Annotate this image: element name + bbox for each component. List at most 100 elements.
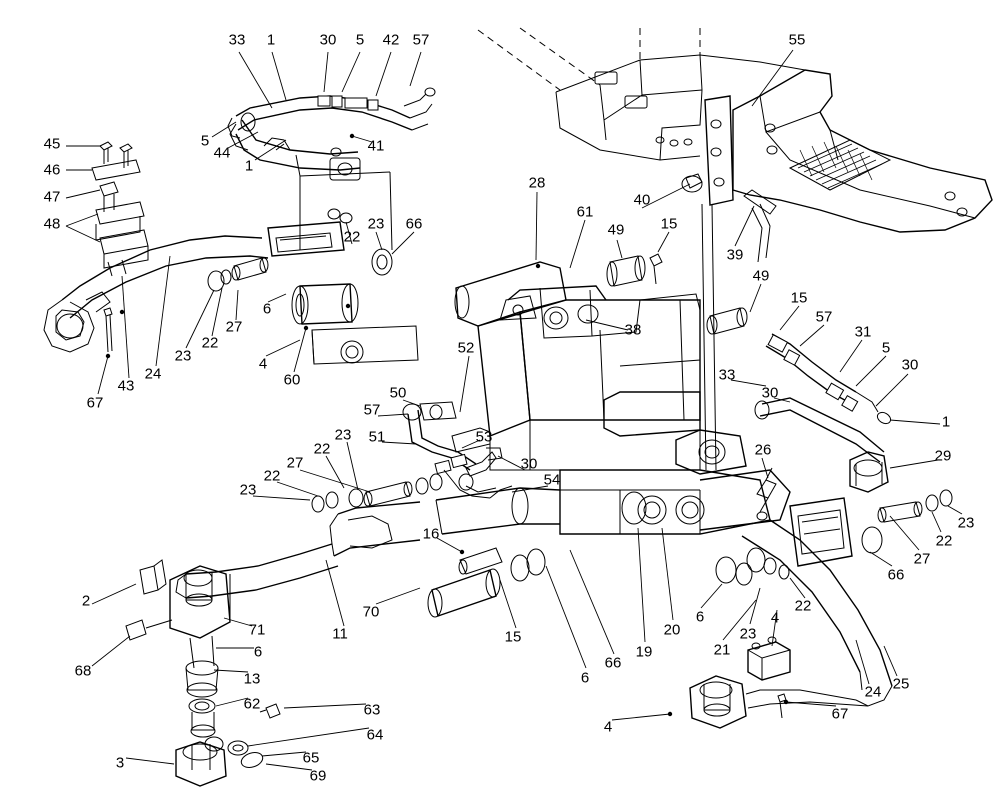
- callout-number: 22: [794, 597, 812, 615]
- callout-number: 21: [713, 641, 731, 659]
- callout-number: 6: [580, 669, 590, 687]
- callout-number: 64: [366, 726, 384, 744]
- callout-number: 19: [635, 643, 653, 661]
- callout-number: 61: [576, 203, 594, 221]
- callout-number: 57: [815, 308, 833, 326]
- callout-number: 26: [754, 441, 772, 459]
- lower-left-arm: [175, 501, 546, 618]
- callout-number: 15: [790, 289, 808, 307]
- callout-number: 30: [901, 356, 919, 374]
- callout-number: 22: [343, 228, 361, 246]
- callout-number: 4: [603, 718, 613, 736]
- callout-number: 31: [854, 323, 872, 341]
- callout-number: 47: [43, 188, 61, 206]
- callout-number: 54: [543, 471, 561, 489]
- callout-number: 20: [663, 621, 681, 639]
- center-hydraulics: [402, 401, 513, 499]
- callout-number: 68: [74, 662, 92, 680]
- callout-number: 23: [239, 481, 257, 499]
- callout-number: 29: [934, 447, 952, 465]
- callout-number: 67: [831, 705, 849, 723]
- callout-number: 48: [43, 215, 61, 233]
- callout-number: 11: [332, 625, 348, 643]
- callout-number: 4: [770, 609, 780, 627]
- callout-number: 15: [660, 215, 678, 233]
- callout-number: 43: [117, 377, 135, 395]
- callout-number: 51: [368, 428, 386, 446]
- callout-number: 41: [367, 137, 385, 155]
- callout-number: 22: [201, 334, 219, 352]
- callout-number: 70: [362, 603, 380, 621]
- callout-number: 22: [263, 467, 281, 485]
- callout-number: 24: [144, 365, 162, 383]
- right-hose-group: [754, 333, 892, 493]
- upper-left-arm: [43, 208, 419, 365]
- callout-number: 57: [412, 31, 430, 49]
- callout-number: 69: [309, 767, 327, 785]
- callout-number: 30: [319, 31, 337, 49]
- callout-number: 42: [382, 31, 400, 49]
- callout-number: 15: [504, 628, 522, 646]
- callout-number: 66: [887, 566, 905, 584]
- callout-number: 16: [422, 525, 440, 543]
- callout-number: 40: [633, 191, 651, 209]
- rear-frame-group: [477, 27, 993, 233]
- callout-number: 65: [302, 749, 320, 767]
- callout-number: 60: [283, 371, 301, 389]
- callout-number: 39: [726, 246, 744, 264]
- main-frame: [435, 261, 791, 535]
- callout-number: 2: [81, 592, 91, 610]
- callout-number: 46: [43, 161, 61, 179]
- callout-number: 5: [355, 31, 365, 49]
- callout-number: 25: [892, 675, 910, 693]
- callout-number: 45: [43, 135, 61, 153]
- callout-number: 27: [913, 550, 931, 568]
- callout-number: 23: [174, 347, 192, 365]
- callout-number: 55: [788, 31, 806, 49]
- callout-number: 23: [957, 514, 975, 532]
- callout-number: 44: [213, 144, 231, 162]
- callout-number: 53: [475, 428, 493, 446]
- callout-number: 27: [286, 454, 304, 472]
- callout-number: 5: [200, 132, 210, 150]
- right-rods: [606, 173, 777, 521]
- callout-number: 57: [363, 401, 381, 419]
- callout-number: 66: [405, 215, 423, 233]
- left-small-parts: [91, 141, 149, 353]
- callout-number: 6: [695, 608, 705, 626]
- callout-number: 63: [363, 701, 381, 719]
- callout-number: 49: [752, 267, 770, 285]
- callout-number: 62: [243, 695, 261, 713]
- callout-number: 30: [761, 384, 779, 402]
- callout-number: 52: [457, 339, 475, 357]
- callout-number: 3: [115, 754, 125, 772]
- callout-number: 22: [935, 532, 953, 550]
- upper-hose-group: [227, 87, 436, 251]
- lower-right-arm: [689, 489, 953, 729]
- callout-number: 22: [313, 440, 331, 458]
- callout-number: 1: [941, 413, 951, 431]
- callout-number: 6: [253, 643, 263, 661]
- callout-number: 50: [389, 384, 407, 402]
- callout-number: 28: [528, 174, 546, 192]
- callout-number: 4: [258, 355, 268, 373]
- left-bushings-row: [311, 473, 443, 513]
- lower-pivot-column: [125, 559, 281, 787]
- callout-number: 13: [243, 670, 261, 688]
- callout-number: 71: [248, 621, 266, 639]
- callout-number: 66: [604, 654, 622, 672]
- callout-number: 30: [520, 455, 538, 473]
- callout-number: 33: [228, 31, 246, 49]
- callout-number: 27: [225, 318, 243, 336]
- callout-number: 67: [86, 394, 104, 412]
- callout-number: 23: [334, 426, 352, 444]
- callout-number: 1: [266, 31, 276, 49]
- callout-number: 49: [607, 221, 625, 239]
- callout-number: 23: [367, 215, 385, 233]
- leader-endpoint-dots: [105, 133, 789, 717]
- callout-number: 38: [624, 321, 642, 339]
- callout-number: 24: [864, 683, 882, 701]
- callout-number: 6: [262, 300, 272, 318]
